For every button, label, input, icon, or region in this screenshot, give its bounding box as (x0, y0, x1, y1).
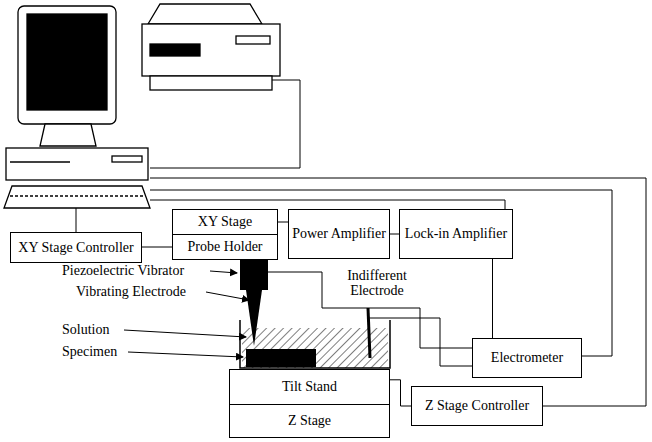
box-label: Z Stage Controller (425, 398, 529, 414)
computer-icon (4, 6, 150, 208)
process-box: Z Stage (229, 404, 390, 438)
box-label: Z Stage (288, 413, 331, 429)
box-label: Lock-in Amplifier (405, 226, 507, 242)
box-label: Power Amplifier (292, 226, 386, 242)
process-box: Probe Holder (172, 234, 278, 260)
connector-line (492, 259, 493, 338)
box-label: XY Stage Controller (18, 240, 133, 256)
process-box: XY Stage Controller (10, 232, 142, 263)
signal-wire (76, 80, 646, 406)
connector-line (390, 380, 411, 406)
process-box: XY Stage (172, 209, 278, 235)
indifferent-electrode (368, 308, 370, 358)
connector-line (390, 234, 399, 235)
printer-icon (142, 4, 280, 90)
box-label: Electrometer (491, 350, 563, 366)
part-label: Indifferent Electrode (338, 268, 416, 299)
process-box: Power Amplifier (288, 209, 390, 259)
specimen (246, 349, 316, 367)
process-box: Electrometer (472, 338, 582, 378)
box-label: Tilt Stand (282, 379, 337, 395)
part-label: Solution (62, 322, 109, 337)
process-box: Lock-in Amplifier (399, 209, 513, 259)
solution (242, 328, 388, 368)
box-label: XY Stage (198, 214, 252, 230)
connector-line (142, 247, 172, 248)
box-label: Probe Holder (187, 239, 262, 255)
process-box: Tilt Stand (229, 369, 390, 405)
part-label: Vibrating Electrode (76, 284, 186, 299)
piezoelectric-vibrator (240, 260, 268, 290)
connector-line (278, 222, 288, 223)
process-box: Z Stage Controller (411, 386, 543, 426)
part-label: Specimen (62, 344, 117, 359)
part-label: Piezoelectric Vibrator (62, 263, 184, 278)
